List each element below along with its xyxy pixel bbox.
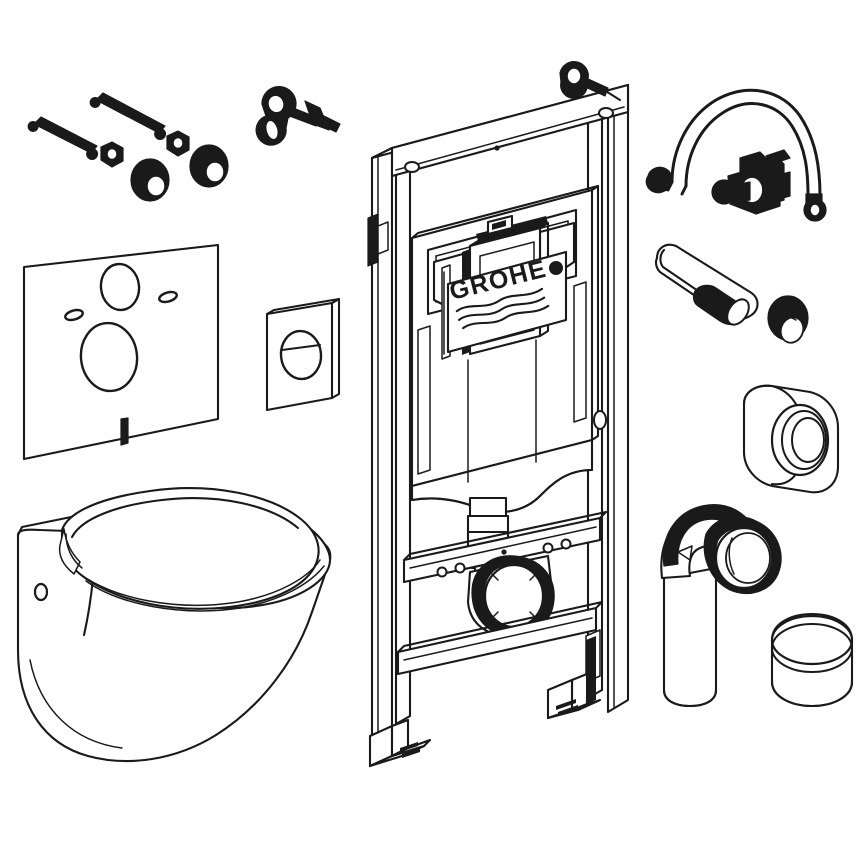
component-sleeve-cap	[770, 612, 854, 708]
component-flush-actuation-plate	[265, 297, 341, 412]
component-angle-valve	[711, 149, 791, 215]
threaded-rod-short	[27, 116, 99, 160]
component-supply-hose	[645, 88, 827, 222]
frame-concealed-cistern: GROHE	[410, 184, 600, 514]
frame-foot-right	[546, 636, 602, 720]
cap-cover-right	[189, 144, 229, 188]
hex-nut-right	[166, 130, 190, 157]
frame-wall-bracket-top	[559, 61, 622, 102]
frame-bowl-mounting-rail	[402, 510, 608, 584]
grohe-logo-dot	[549, 261, 563, 275]
component-installation-frame: GROHE	[367, 61, 630, 768]
supply-hose-fitting-right	[803, 193, 827, 222]
component-connector-pipe	[654, 243, 809, 344]
wall-anchor-screw	[255, 85, 341, 146]
frame-waste-outlet	[466, 554, 555, 637]
component-wc-connector-elbow	[660, 504, 782, 708]
component-seal-ring-small	[767, 295, 809, 344]
component-fixing-hardware	[27, 85, 341, 202]
threaded-rod-long	[89, 92, 167, 140]
component-insulation-mat	[22, 243, 220, 461]
component-wc-bowl	[16, 487, 332, 763]
component-socket-adapter	[742, 384, 840, 494]
hex-nut-left	[100, 141, 124, 168]
frame-foot-left	[368, 718, 432, 768]
supply-hose-fitting-left	[645, 166, 673, 194]
frame-lower-rail	[396, 600, 604, 676]
cap-cover-left	[130, 158, 170, 202]
